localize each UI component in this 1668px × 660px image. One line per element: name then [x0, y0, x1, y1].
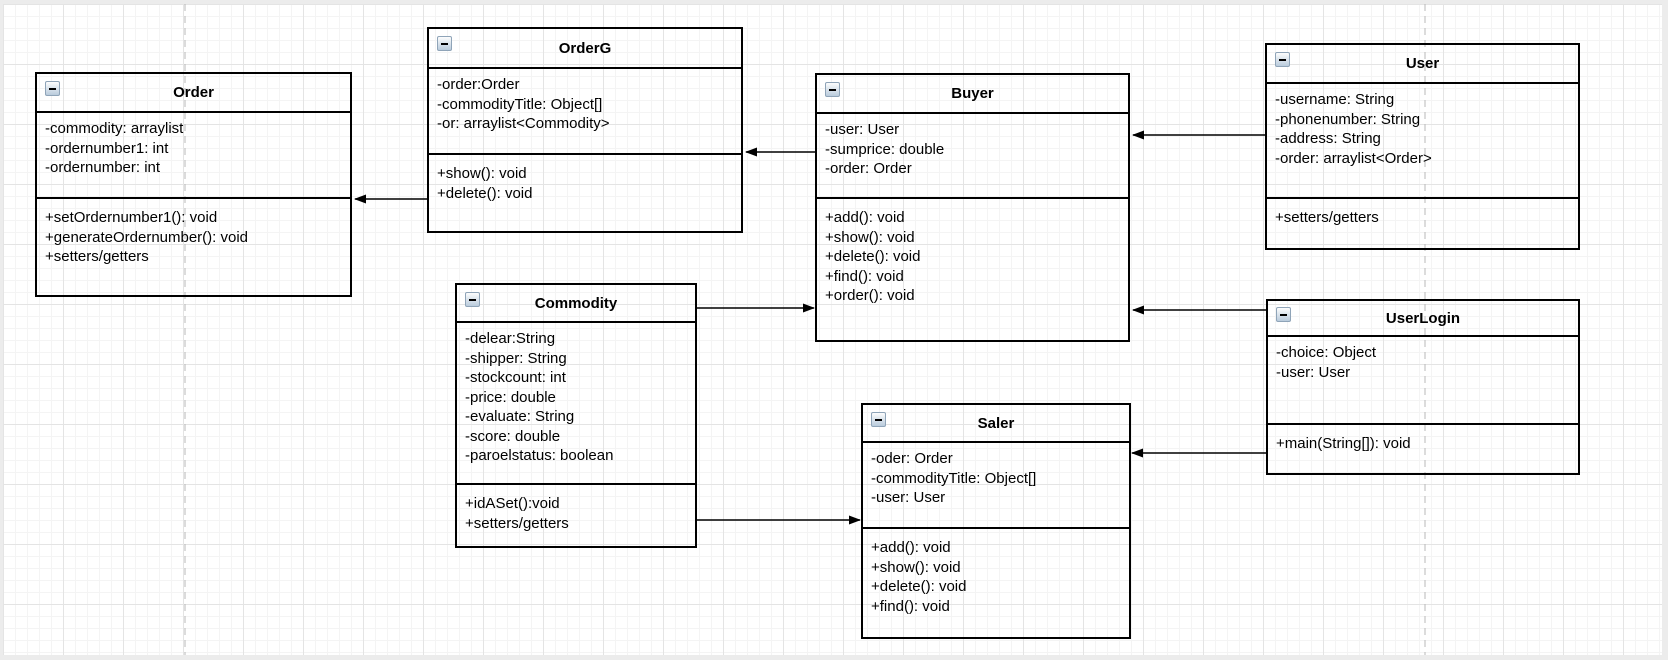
member-line: +idASet():void — [465, 495, 560, 512]
class-methods: +setters/getters — [1267, 197, 1578, 248]
member-line: +show(): void — [437, 165, 527, 182]
class-order[interactable]: Order -commodity: arraylist -ordernumber1… — [35, 72, 352, 297]
class-name: User — [1405, 55, 1440, 72]
member-line: -order: arraylist<Order> — [1275, 149, 1432, 167]
member-line: -score: double — [465, 427, 561, 445]
collapse-icon[interactable] — [45, 81, 60, 96]
collapse-icon[interactable] — [1275, 52, 1290, 67]
collapse-icon[interactable] — [871, 412, 886, 427]
class-methods: +setOrdernumber1(): void +generateOrdernu… — [37, 197, 350, 295]
class-title-bar: Order — [37, 74, 350, 111]
class-name: Order — [173, 84, 214, 101]
member-line: +find(): void — [871, 597, 950, 615]
member-line: +setters/getters — [45, 248, 149, 265]
class-name: UserLogin — [1385, 309, 1461, 327]
member-line: +setOrdernumber1(): void — [45, 209, 218, 226]
member-line: -username: String — [1275, 91, 1395, 108]
class-attributes: -delear:String -shipper: String -stockcoun… — [457, 321, 695, 483]
class-user[interactable]: User -username: String -phonenumber: Stri… — [1265, 43, 1580, 250]
member-line: +show(): void — [871, 558, 961, 576]
collapse-icon[interactable] — [465, 292, 480, 307]
member-line: -ordernumber1: int — [45, 139, 169, 157]
class-methods: +show(): void +delete(): void — [429, 153, 741, 231]
class-commodity[interactable]: Commodity -delear:String -shipper: String… — [455, 283, 697, 548]
member-line: -price: double — [465, 388, 556, 406]
class-name: OrderG — [558, 39, 612, 57]
class-methods: +main(String[]): void — [1268, 423, 1578, 473]
member-line: +delete(): void — [825, 248, 921, 265]
member-line: -oder: Order — [871, 450, 953, 467]
member-line: -order:Order — [437, 76, 520, 93]
class-title-bar: UserLogin — [1268, 301, 1578, 335]
member-line: -delear:String — [465, 330, 556, 347]
member-line: +delete(): void — [437, 184, 533, 202]
member-line: -user: User — [825, 121, 900, 138]
member-line: +setters/getters — [465, 514, 569, 532]
class-methods: +add(): void +show(): void +delete(): void… — [863, 527, 1129, 637]
class-saler[interactable]: Saler -oder: Order -commodityTitle: Objec… — [861, 403, 1131, 639]
class-name: Saler — [977, 414, 1015, 432]
member-line: -or: arraylist<Commodity> — [437, 115, 610, 132]
class-buyer[interactable]: Buyer -user: User -sumprice: double -order… — [815, 73, 1130, 342]
member-line: -shipper: String — [465, 349, 567, 367]
class-title-bar: OrderG — [429, 29, 741, 67]
collapse-icon[interactable] — [437, 36, 452, 51]
class-title-bar: Commodity — [457, 285, 695, 321]
member-line: -commodityTitle: Object[] — [871, 469, 1037, 487]
class-methods: +add(): void +show(): void +delete(): void… — [817, 197, 1128, 340]
class-attributes: -user: User -sumprice: double -order: Orde… — [817, 112, 1128, 197]
class-userlogin[interactable]: UserLogin -choice: Object -user: User +ma… — [1266, 299, 1580, 475]
member-line: +setters/getters — [1275, 209, 1379, 226]
member-line: -address: String — [1275, 130, 1381, 147]
member-line: +find(): void — [825, 267, 904, 285]
member-line: -ordernumber: int — [45, 159, 161, 176]
member-line: +delete(): void — [871, 578, 967, 595]
class-methods: +idASet():void +setters/getters — [457, 483, 695, 546]
class-title-bar: Saler — [863, 405, 1129, 441]
member-line: +add(): void — [871, 539, 951, 556]
member-line: -stockcount: int — [465, 369, 566, 386]
member-line: +generateOrdernumber(): void — [45, 228, 249, 246]
class-title-bar: Buyer — [817, 75, 1128, 112]
member-line: -sumprice: double — [825, 140, 945, 158]
member-line: -phonenumber: String — [1275, 110, 1421, 128]
member-line: -evaluate: String — [465, 408, 575, 425]
member-line: +show(): void — [825, 228, 915, 246]
class-name: Buyer — [951, 85, 994, 102]
class-attributes: -choice: Object -user: User — [1268, 335, 1578, 423]
class-title-bar: User — [1267, 45, 1578, 82]
member-line: -paroelstatus: boolean — [465, 447, 614, 464]
member-line: -commodity: arraylist — [45, 120, 184, 137]
class-attributes: -commodity: arraylist -ordernumber1: int -… — [37, 111, 350, 197]
collapse-icon[interactable] — [825, 82, 840, 97]
member-line: -order: Order — [825, 160, 912, 177]
member-line: -choice: Object — [1276, 344, 1377, 361]
member-line: -user: User — [1276, 363, 1351, 381]
class-attributes: -order:Order -commodityTitle: Object[] -or… — [429, 67, 741, 153]
class-name: Commodity — [534, 294, 618, 312]
member-line: +main(String[]): void — [1276, 435, 1411, 452]
collapse-icon[interactable] — [1276, 307, 1291, 322]
member-line: -commodityTitle: Object[] — [437, 95, 603, 113]
member-line: -user: User — [871, 489, 946, 506]
class-attributes: -username: String -phonenumber: String -ad… — [1267, 82, 1578, 197]
class-attributes: -oder: Order -commodityTitle: Object[] -us… — [863, 441, 1129, 527]
class-orderg[interactable]: OrderG -order:Order -commodityTitle: Obje… — [427, 27, 743, 233]
member-line: +order(): void — [825, 287, 915, 304]
member-line: +add(): void — [825, 209, 905, 226]
